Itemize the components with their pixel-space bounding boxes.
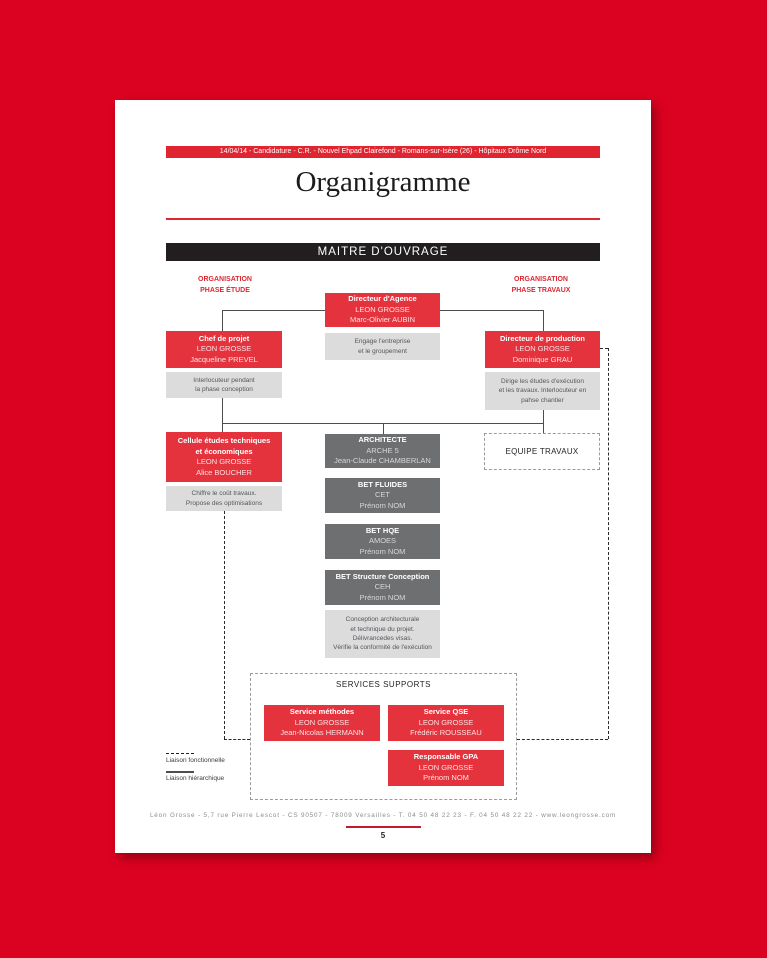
column-label-phase-travaux: ORGANISATION PHASE TRAVAUX — [511, 276, 571, 294]
dashed-connector-left-to-services — [224, 739, 250, 740]
legend-liaison-hierarchique: Liaison hiérarchique — [166, 775, 225, 782]
connector-chef-to-cellule — [222, 398, 223, 432]
note-directeur-agence: Engage l'entreprise et le groupement — [325, 333, 440, 360]
legend-liaison-fonctionnelle: Liaison fonctionnelle — [166, 757, 225, 764]
connector-mid-horizontal — [222, 423, 543, 424]
note-cellule-etudes: Chiffre le coût travaux. Propose des opt… — [166, 486, 282, 511]
connector-to-architecte — [383, 423, 384, 434]
footer-address: Léon Grosse - 5,7 rue Pierre Lescot - CS… — [149, 812, 617, 819]
page-number-rule — [346, 826, 421, 828]
page-title: Organigramme — [295, 166, 471, 198]
note-conception: Conception architecturale et technique d… — [325, 610, 440, 658]
header-strip: 14/04/14 - Candidature - C.R. - Nouvel E… — [166, 146, 600, 158]
box-cellule-etudes: Cellule études techniques et économiques… — [166, 432, 282, 482]
legend-solid-line-sample — [166, 771, 194, 773]
dashed-connector-left-vertical — [224, 511, 225, 739]
box-equipe-travaux: EQUIPE TRAVAUX — [484, 433, 600, 470]
group-services-supports: SERVICES SUPPORTS Service méthodes LEON … — [250, 673, 517, 800]
connector-to-chef-projet — [222, 310, 223, 331]
note-chef-de-projet: Interlocuteur pendant la phase conceptio… — [166, 372, 282, 398]
dashed-connector-right-to-services — [517, 739, 608, 740]
maitre-douvrage-banner: MAITRE D'OUVRAGE — [166, 243, 600, 261]
box-service-qse: Service QSE LEON GROSSE Frédéric ROUSSEA… — [388, 705, 504, 741]
dashed-connector-right-vertical — [608, 348, 609, 739]
page-number: 5 — [380, 831, 386, 840]
note-directeur-production: Dirige les études d'exécution et les tra… — [485, 372, 600, 410]
box-bet-hqe: BET HQE AMOES Prénom NOM — [325, 524, 440, 559]
box-architecte: ARCHITECTE ARCHE 5 Jean-Claude CHAMBERLA… — [325, 434, 440, 468]
title-rule — [166, 218, 600, 220]
dashed-connector-production-stub — [600, 348, 608, 349]
connector-to-dir-production — [543, 310, 544, 331]
column-label-phase-etude: ORGANISATION PHASE ÉTUDE — [198, 276, 252, 294]
legend-dashed-line-sample — [166, 753, 194, 754]
box-service-methodes: Service méthodes LEON GROSSE Jean-Nicola… — [264, 705, 380, 741]
services-supports-title: SERVICES SUPPORTS — [336, 680, 431, 689]
document-page: 14/04/14 - Candidature - C.R. - Nouvel E… — [115, 100, 651, 853]
box-directeur-production: Directeur de production LEON GROSSE Domi… — [485, 331, 600, 368]
box-directeur-agence: Directeur d'Agence LEON GROSSE Marc-Oliv… — [325, 293, 440, 327]
box-responsable-gpa: Responsable GPA LEON GROSSE Prénom NOM — [388, 750, 504, 786]
connector-to-equipe-travaux — [543, 410, 544, 433]
box-chef-de-projet: Chef de projet LEON GROSSE Jacqueline PR… — [166, 331, 282, 368]
box-bet-structure: BET Structure Conception CEH Prénom NOM — [325, 570, 440, 605]
box-bet-fluides: BET FLUIDES CET Prénom NOM — [325, 478, 440, 513]
